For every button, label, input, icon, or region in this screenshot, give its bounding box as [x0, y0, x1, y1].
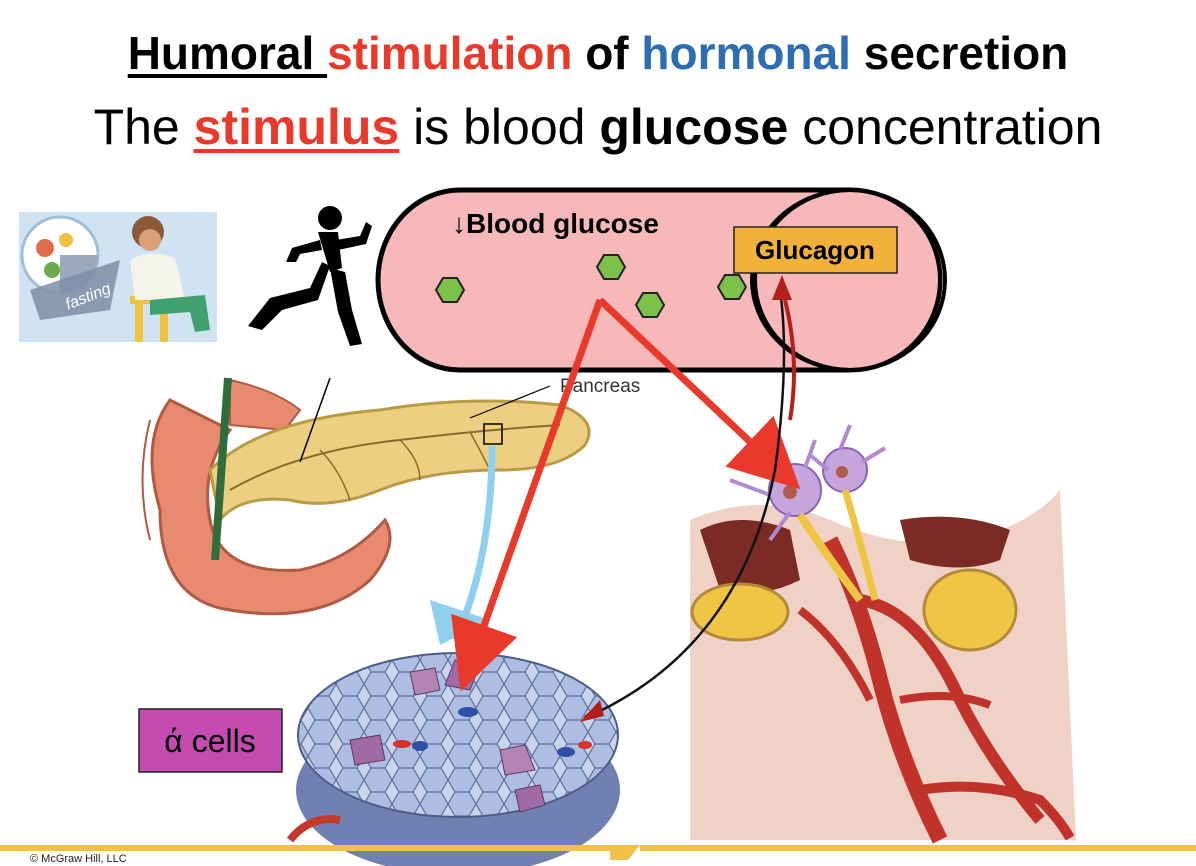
alpha-cells-label: ά cells: [164, 723, 255, 759]
blood-glucose-label: ↓Blood glucose: [452, 208, 659, 239]
footer-bar: [0, 845, 1196, 860]
islet-cells-illustration: [286, 652, 620, 866]
glucagon-label: Glucagon: [755, 235, 875, 265]
title-humoral: Humoral: [127, 27, 328, 79]
glucagon-label-box: Glucagon: [733, 226, 898, 274]
glucose-molecule-icon: [634, 292, 666, 318]
running-person-icon: [248, 206, 372, 346]
title-secretion: secretion: [850, 27, 1069, 79]
islet-arrowhead: [580, 700, 604, 722]
slide-subtitle: The stimulus is blood glucose concentrat…: [0, 98, 1196, 156]
arrow-to-neurons: [597, 297, 801, 490]
subtitle-concentration: concentration: [788, 99, 1103, 155]
glucose-molecule-icon: [434, 277, 466, 303]
alpha-cells-label-box: ά cells: [138, 708, 283, 773]
subtitle-glucose: glucose: [599, 99, 789, 155]
glucagon-release-curve: [584, 289, 786, 720]
glucagon-arrowhead: [772, 275, 792, 300]
title-hormonal: hormonal: [641, 27, 851, 79]
subtitle-stimulus: stimulus: [193, 99, 400, 155]
subtitle-the: The: [93, 99, 194, 155]
glucose-molecule-icon: [716, 274, 748, 300]
pancreas-label: Pancreas: [560, 376, 640, 397]
fasting-illustration: fasting: [19, 212, 217, 342]
subtitle-is-blood: is blood: [399, 99, 600, 155]
glucose-molecules: [434, 254, 748, 318]
glucose-molecule-icon: [595, 254, 627, 280]
slide-title: Humoral stimulation of hormonal secretio…: [0, 26, 1196, 80]
arrow-to-alpha-cells: [451, 298, 604, 692]
liver-capillary-illustration: [690, 424, 1076, 844]
title-of: of: [572, 27, 642, 79]
pancreas-illustration: [141, 377, 591, 616]
copyright-text: © McGraw Hill, LLC: [30, 853, 127, 865]
title-stimulation: stimulation: [327, 27, 573, 79]
